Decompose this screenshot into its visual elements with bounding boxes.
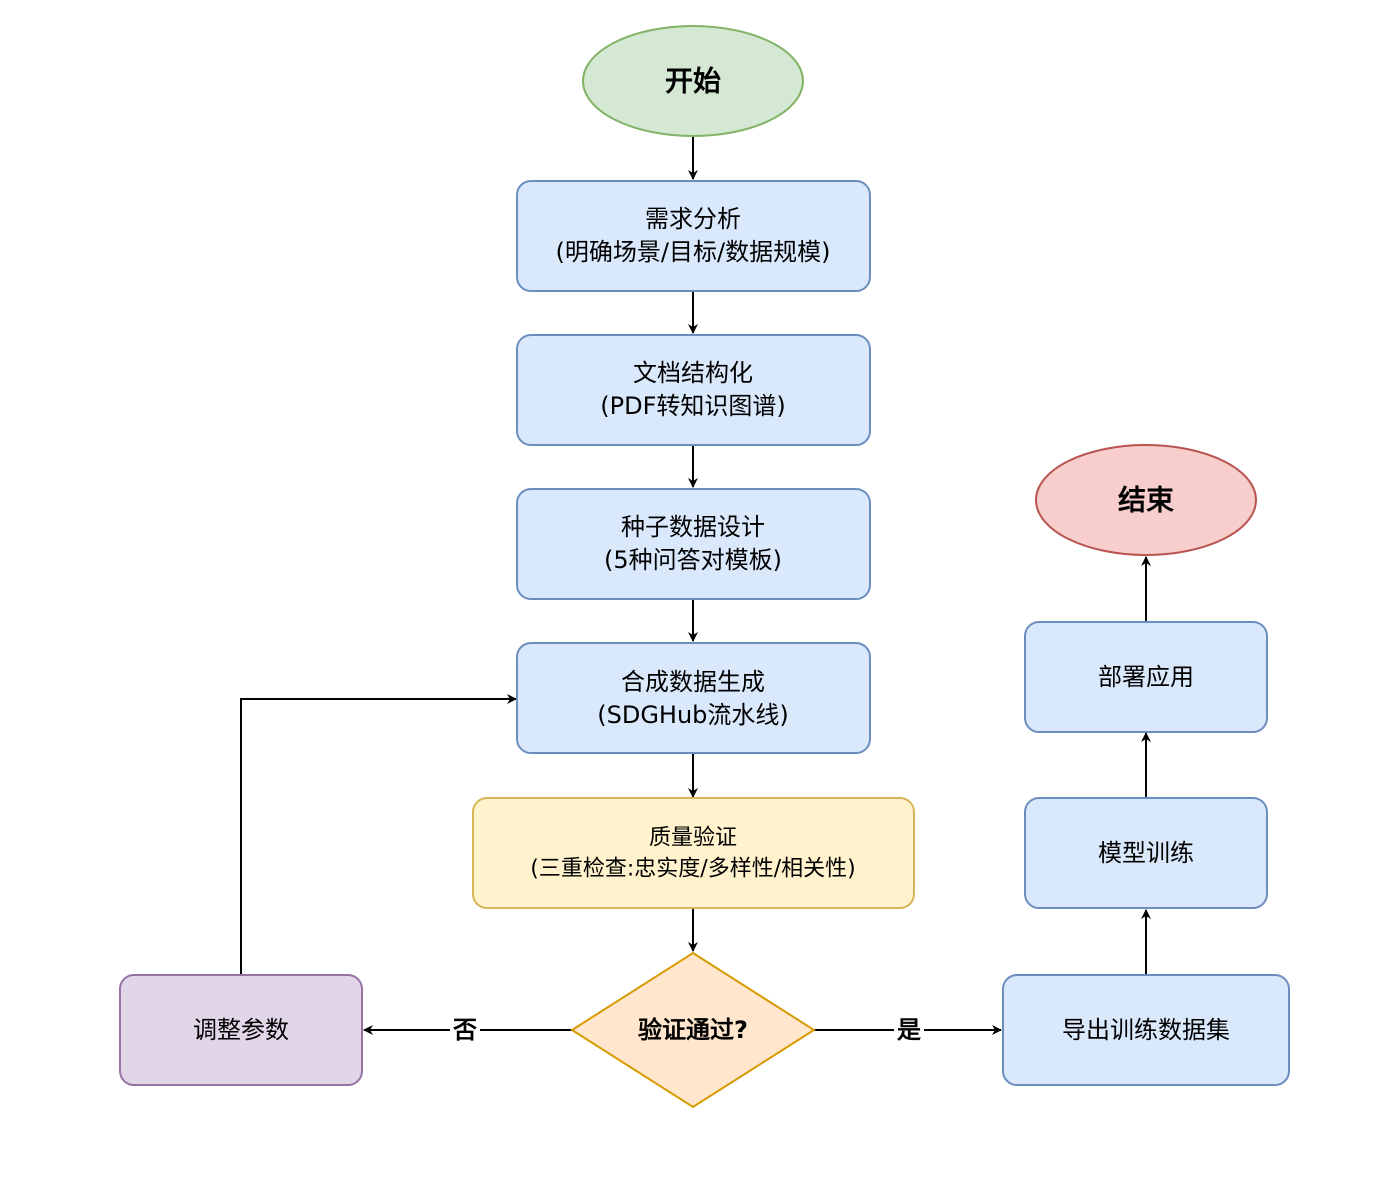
seed-design-node-detail: (5种问答对模板) — [604, 546, 782, 574]
synthesis-node-shape — [516, 642, 871, 754]
requirements-node-detail: (明确场景/目标/数据规模) — [556, 238, 831, 266]
deploy-node: 部署应用 — [1024, 621, 1268, 733]
end-node: 结束 — [1035, 444, 1257, 556]
deploy-node-label: 部署应用 — [1098, 663, 1194, 691]
edge-adjust-loop-to-synthesis — [240, 694, 517, 974]
end-node-label: 结束 — [1118, 484, 1174, 517]
quality-check-node: 质量验证 (三重检查:忠实度/多样性/相关性) — [472, 797, 915, 909]
deploy-node-shape — [1024, 621, 1268, 733]
quality-check-node-shape — [472, 797, 915, 909]
requirements-node-shape — [516, 180, 871, 292]
decision-node-label: 验证通过? — [638, 1016, 748, 1044]
model-training-node: 模型训练 — [1024, 797, 1268, 909]
decision-node-shape — [570, 951, 816, 1109]
export-dataset-node-label: 导出训练数据集 — [1062, 1016, 1230, 1044]
model-training-node-shape — [1024, 797, 1268, 909]
seed-design-node-title: 种子数据设计 — [621, 513, 765, 541]
export-dataset-node: 导出训练数据集 — [1002, 974, 1290, 1086]
seed-design-node-shape — [516, 488, 871, 600]
start-node-shape — [582, 25, 804, 137]
synthesis-node-detail: (SDGHub流水线) — [597, 701, 789, 729]
model-training-node-label: 模型训练 — [1098, 839, 1194, 867]
doc-structuring-node-detail: (PDF转知识图谱) — [600, 392, 785, 420]
seed-design-node: 种子数据设计 (5种问答对模板) — [516, 488, 871, 600]
adjust-params-node-label: 调整参数 — [193, 1016, 289, 1044]
synthesis-node-title: 合成数据生成 — [621, 668, 765, 696]
quality-check-node-detail: (三重检查:忠实度/多样性/相关性) — [530, 857, 855, 882]
quality-check-node-title: 质量验证 — [649, 826, 737, 851]
end-node-shape — [1035, 444, 1257, 556]
start-node: 开始 — [582, 25, 804, 137]
adjust-params-node: 调整参数 — [119, 974, 363, 1086]
requirements-node: 需求分析 (明确场景/目标/数据规模) — [516, 180, 871, 292]
edge-labels: 否 是 — [450, 1014, 924, 1046]
synthesis-node: 合成数据生成 (SDGHub流水线) — [516, 642, 871, 754]
doc-structuring-node: 文档结构化 (PDF转知识图谱) — [516, 334, 871, 446]
export-dataset-node-shape — [1002, 974, 1290, 1086]
nodes: 开始 需求分析 (明确场景/目标/数据规模) 文档结构化 (PDF转知识图谱) … — [119, 25, 1290, 1109]
requirements-node-title: 需求分析 — [645, 205, 741, 233]
edge-label-no-bg — [450, 1014, 480, 1046]
edge-label-no: 否 — [452, 1016, 477, 1044]
adjust-params-node-shape — [119, 974, 363, 1086]
decision-node: 验证通过? — [570, 951, 816, 1109]
edge-label-yes-bg — [894, 1014, 924, 1046]
doc-structuring-node-shape — [516, 334, 871, 446]
start-node-label: 开始 — [665, 65, 721, 98]
doc-structuring-node-title: 文档结构化 — [633, 359, 753, 387]
edge-label-yes: 是 — [897, 1016, 921, 1044]
